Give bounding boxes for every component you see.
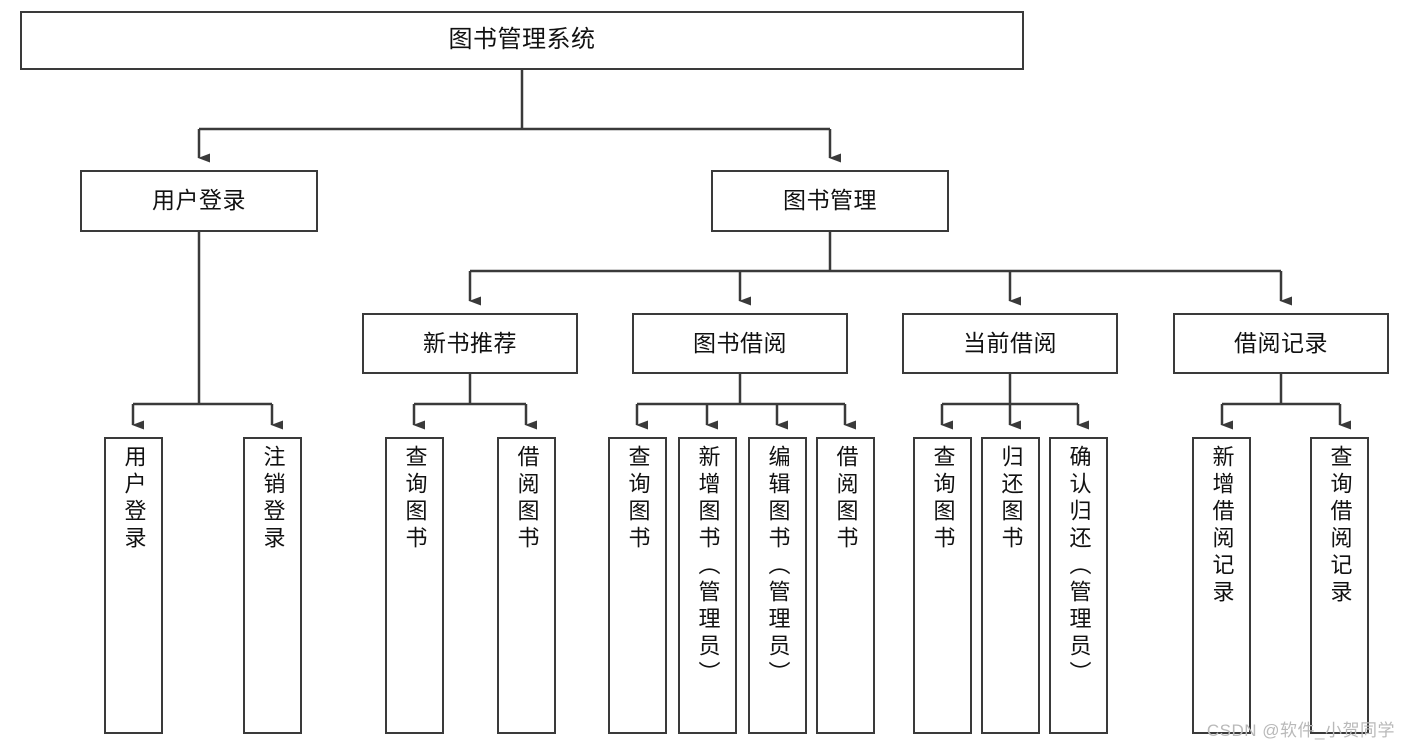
node-user-login-label: 用户登录 — [152, 187, 246, 214]
node-book-borrow-label: 图书借阅 — [693, 329, 787, 356]
node-leaf-query-book-3-label: 查询图书 — [930, 445, 956, 553]
node-leaf-add-book[interactable]: 新增图书（管理员） — [678, 437, 737, 734]
node-leaf-query-book-2-label: 查询图书 — [625, 445, 651, 553]
node-new-book-rec-label: 新书推荐 — [423, 329, 517, 356]
node-leaf-query-book-2[interactable]: 查询图书 — [608, 437, 667, 734]
node-book-borrow[interactable]: 图书借阅 — [632, 313, 848, 374]
node-leaf-return-book-label: 归还图书 — [998, 445, 1024, 553]
node-leaf-logout-login-label: 注销登录 — [260, 445, 286, 553]
node-root[interactable]: 图书管理系统 — [20, 11, 1024, 70]
node-leaf-query-book-3[interactable]: 查询图书 — [913, 437, 972, 734]
node-leaf-borrow-book-1-label: 借阅图书 — [514, 445, 540, 553]
node-leaf-confirm-return-label: 确认归还（管理员） — [1066, 445, 1092, 688]
node-user-login[interactable]: 用户登录 — [80, 170, 318, 232]
node-root-label: 图书管理系统 — [448, 26, 596, 54]
node-borrow-record-label: 借阅记录 — [1234, 329, 1328, 356]
node-leaf-user-login-label: 用户登录 — [121, 445, 147, 553]
node-leaf-confirm-return[interactable]: 确认归还（管理员） — [1049, 437, 1108, 734]
node-leaf-return-book[interactable]: 归还图书 — [981, 437, 1040, 734]
node-leaf-edit-book[interactable]: 编辑图书（管理员） — [748, 437, 807, 734]
node-leaf-query-book-1[interactable]: 查询图书 — [385, 437, 444, 734]
node-leaf-add-record-label: 新增借阅记录 — [1209, 445, 1235, 607]
node-leaf-edit-book-label: 编辑图书（管理员） — [765, 445, 791, 688]
node-leaf-borrow-book-1[interactable]: 借阅图书 — [497, 437, 556, 734]
node-book-manage-label: 图书管理 — [783, 187, 877, 214]
node-leaf-query-book-1-label: 查询图书 — [402, 445, 428, 553]
node-leaf-query-record-label: 查询借阅记录 — [1327, 445, 1353, 607]
node-leaf-query-record[interactable]: 查询借阅记录 — [1310, 437, 1369, 734]
node-leaf-logout-login[interactable]: 注销登录 — [243, 437, 302, 734]
node-leaf-add-book-label: 新增图书（管理员） — [695, 445, 721, 688]
node-borrow-record[interactable]: 借阅记录 — [1173, 313, 1389, 374]
node-leaf-user-login[interactable]: 用户登录 — [104, 437, 163, 734]
node-current-borrow[interactable]: 当前借阅 — [902, 313, 1118, 374]
node-leaf-borrow-book-2[interactable]: 借阅图书 — [816, 437, 875, 734]
node-current-borrow-label: 当前借阅 — [963, 329, 1057, 356]
node-new-book-rec[interactable]: 新书推荐 — [362, 313, 578, 374]
node-leaf-add-record[interactable]: 新增借阅记录 — [1192, 437, 1251, 734]
node-book-manage[interactable]: 图书管理 — [711, 170, 949, 232]
node-leaf-borrow-book-2-label: 借阅图书 — [833, 445, 859, 553]
watermark-text: CSDN @软件_小贺同学 — [1206, 721, 1395, 740]
